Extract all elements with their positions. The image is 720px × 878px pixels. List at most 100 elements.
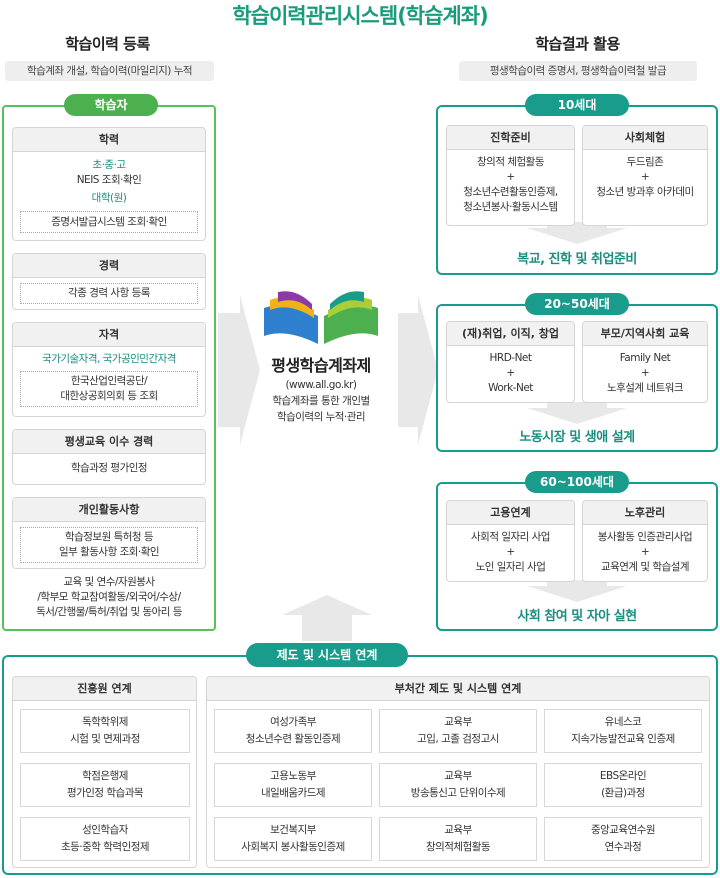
bottom-right-item-l2: 청소년수련 활동인증제 [245, 733, 341, 745]
g20-result: 노동시장 및 생애 설계 [519, 430, 635, 445]
lifelong-card: 평생교육 이수 경력 학습과정 평가인정 [12, 429, 206, 485]
g60-card2: 노후관리 봉사활동 인증관리사업 + 교육연계 및 학습설계 [582, 500, 708, 582]
g60-card1-title: 고용연계 [447, 501, 574, 525]
bottom-left-item-l1: 성인학습자 [82, 824, 128, 836]
bottom-right-item: 교육부 창의적체험활동 [379, 817, 537, 861]
g20-card1: (재)취업, 이직, 창업 HRD-Net + Work-Net [446, 321, 575, 403]
bottom-right-item-l1: 보건복지부 [270, 824, 316, 836]
bottom-right-item-l1: 교육부 [444, 716, 472, 728]
lifelong-card-title: 평생교육 이수 경력 [13, 430, 205, 454]
bottom-right-item-l2: 연수과정 [604, 841, 642, 853]
license-card: 자격 국가기술자격, 국가공인민간자격 한국산업인력공단/ 대한상공회의회 등 … [12, 322, 206, 417]
g10-card2: 사회체험 두드림존 + 청소년 방과후 아카데미 [582, 125, 708, 226]
bottom-right-item-l2: 창의적체험활동 [425, 841, 491, 853]
license-box: 한국산업인력공단/ 대한상공회의회 등 조회 [20, 371, 198, 407]
center-desc: (www.all.go.kr) 학습계좌를 통한 개인별 학습이력의 누적·관리 [238, 377, 404, 425]
right-section-desc: 평생학습이력 증명서, 평생학습이력철 발급 [459, 61, 697, 81]
personal-extra-line1: 교육 및 연수/자원봉사 [63, 576, 155, 588]
left-section-title: 학습이력 등록 [65, 35, 150, 53]
g60-card2-plus: + [640, 546, 650, 558]
personal-extra-line2: /학부모 학교참여활동/외국어/수상/ [37, 591, 181, 603]
bottom-left-item-l1: 독학학위제 [82, 716, 128, 728]
bottom-right-item: 여성가족부 청소년수련 활동인증제 [214, 709, 372, 753]
personal-box-line1: 학습정보원 특허청 등 [64, 531, 154, 543]
license-line1: 국가기술자격, 국가공인민간자격 [42, 353, 176, 365]
bottom-right-item-l1: 교육부 [444, 824, 472, 836]
personal-card: 개인활동사항 학습정보원 특허청 등 일부 활동사항 조회·확인 [12, 497, 206, 569]
g20-card1-plus: + [506, 367, 515, 379]
personal-extra: 교육 및 연수/자원봉사 /학부모 학교참여활동/외국어/수상/ 독서/간행물/… [6, 575, 212, 620]
g20-card2-l2: 노후설계 네트워크 [606, 382, 684, 394]
bottom-right-item: 고용노동부 내일배움카드제 [214, 763, 372, 807]
bottom-left-item-l1: 학점은행제 [82, 770, 128, 782]
bottom-right-item-l1: 교육부 [444, 770, 472, 782]
bottom-left-item: 독학학위제 시험 및 면제과정 [20, 709, 190, 753]
g20-card1-title: (재)취업, 이직, 창업 [447, 322, 574, 346]
education-line2: NEIS 조회·확인 [76, 174, 142, 186]
bottom-right-item: EBS온라인 (환급)과정 [544, 763, 702, 807]
personal-box-line2: 일부 활동사항 조회·확인 [58, 546, 160, 558]
bottom-right-item: 중앙교육연수원 연수과정 [544, 817, 702, 861]
g10-card1-plus: + [506, 171, 515, 183]
group-20-badge: 20~50세대 [525, 293, 629, 315]
bottom-right-item: 교육부 방송통신고 단위이수제 [379, 763, 537, 807]
bottom-right-item-l2: (환급)과정 [601, 787, 645, 799]
g60-result: 사회 참여 및 자아 실현 [517, 609, 637, 624]
license-box-line1: 한국산업인력공단/ [70, 375, 148, 387]
g60-card2-title: 노후관리 [583, 501, 707, 525]
bottom-right-item-l2: 고입, 고졸 검정고시 [417, 733, 499, 745]
group-20-down-arrow-icon [527, 402, 627, 424]
g10-card1-l2: 청소년수련활동인증제, [463, 186, 558, 198]
arrow-bottom-up-icon [282, 595, 372, 641]
bottom-left-item-l2: 초등·중학 학력인정제 [60, 841, 150, 853]
g60-card2-l2: 교육연계 및 학습설계 [600, 561, 690, 573]
bottom-left-title: 진흥원 연계 [13, 677, 196, 701]
bottom-right-item-l2: 사회복지 봉사활동인증제 [241, 841, 345, 853]
g10-card2-plus: + [640, 171, 650, 183]
bottom-right-item-l2: 방송통신고 단위이수제 [410, 787, 506, 799]
bottom-left-item: 학점은행제 평가인정 학습과목 [20, 763, 190, 807]
center-line3: 학습이력의 누적·관리 [276, 411, 366, 423]
g10-card1-title: 진학준비 [447, 126, 574, 150]
bottom-right-item-l1: 유네스코 [604, 716, 642, 728]
license-box-line2: 대한상공회의회 등 조회 [60, 390, 158, 402]
personal-card-title: 개인활동사항 [13, 498, 205, 522]
g60-card1-l2: 노인 일자리 사업 [475, 561, 546, 573]
left-section-desc: 학습계좌 개설, 학습이력(마일리지) 누적 [5, 61, 214, 81]
lifelong-line1: 학습과정 평가인정 [70, 462, 148, 474]
center-title: 평생학습계좌제 [271, 356, 371, 375]
g10-card1-l3: 청소년봉사·활동시스템 [463, 201, 558, 213]
right-section-title: 학습결과 활용 [535, 35, 620, 53]
bottom-right-item: 교육부 고입, 고졸 검정고시 [379, 709, 537, 753]
bottom-right-item-l2: 지속가능발전교육 인증제 [571, 733, 675, 745]
g60-card1-plus: + [506, 546, 515, 558]
bottom-right-item: 유네스코 지속가능발전교육 인증제 [544, 709, 702, 753]
bottom-left-item-l2: 시험 및 면제과정 [70, 733, 140, 745]
g60-card1: 고용연계 사회적 일자리 사업 + 노인 일자리 사업 [446, 500, 575, 582]
g20-card2: 부모/지역사회 교육 Family Net + 노후설계 네트워크 [582, 321, 708, 403]
bottom-right-item-l1: EBS온라인 [599, 770, 647, 782]
g20-card2-plus: + [640, 367, 650, 379]
bottom-right-item-l1: 중앙교육연수원 [590, 824, 656, 836]
personal-box: 학습정보원 특허청 등 일부 활동사항 조회·확인 [20, 527, 198, 563]
g10-card2-l2: 청소년 방과후 아카데미 [596, 186, 694, 198]
group-60-down-arrow-icon [527, 580, 627, 602]
education-line3: 대학(원) [91, 192, 127, 204]
g10-card1: 진학준비 창의적 체험활동 + 청소년수련활동인증제, 청소년봉사·활동시스템 [446, 125, 575, 226]
bottom-right-item: 보건복지부 사회복지 봉사활동인증제 [214, 817, 372, 861]
career-card-title: 경력 [13, 254, 205, 278]
bottom-left-item: 성인학습자 초등·중학 학력인정제 [20, 817, 190, 861]
bottom-right-item-l1: 여성가족부 [270, 716, 316, 728]
career-card: 경력 각종 경력 사항 등록 [12, 253, 206, 310]
g20-card2-title: 부모/지역사회 교육 [583, 322, 707, 346]
g60-card2-l1: 봉사활동 인증관리사업 [597, 531, 693, 543]
education-line1: 초·중·고 [92, 159, 126, 171]
arrow-center-to-right-icon [398, 295, 438, 445]
g10-card1-l1: 창의적 체험활동 [477, 156, 544, 168]
personal-extra-line3: 독서/간행물/특허/취업 및 동아리 등 [36, 606, 182, 618]
arrow-left-to-center-icon [218, 295, 260, 445]
open-book-logo-icon [264, 291, 378, 344]
learner-badge: 학습자 [64, 94, 158, 116]
center-url[interactable]: (www.all.go.kr) [285, 379, 357, 391]
g20-card2-l1: Family Net [619, 352, 671, 364]
